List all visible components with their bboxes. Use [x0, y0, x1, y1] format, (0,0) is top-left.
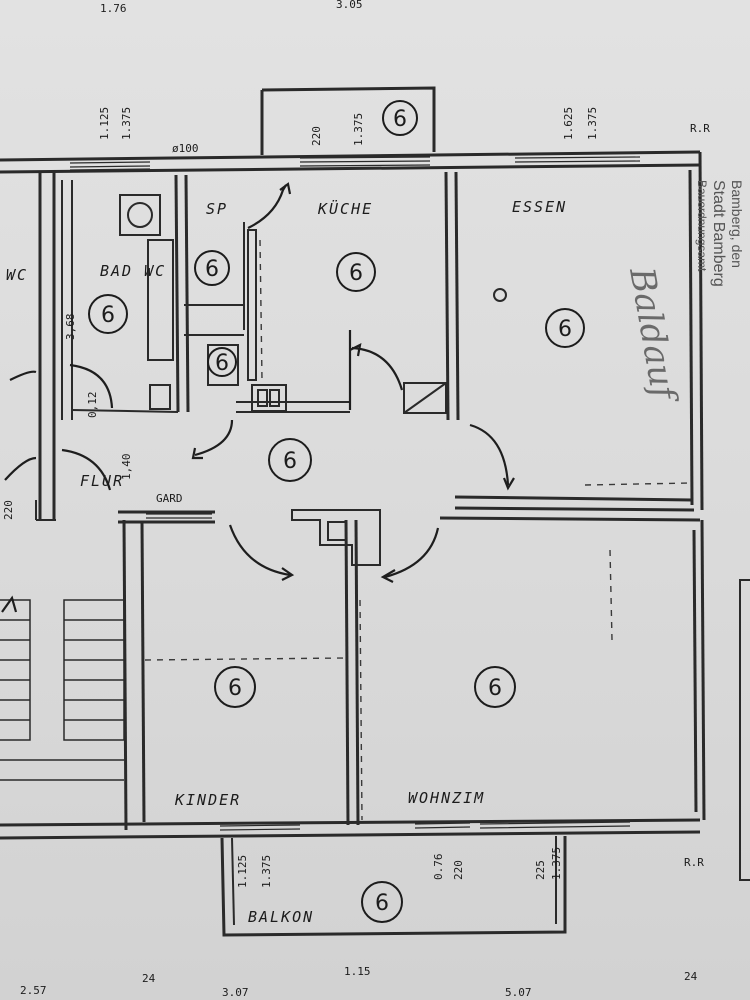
dim-balkon-mid-2: 220	[452, 860, 465, 880]
dim-balkon-right-1: 225	[534, 860, 547, 880]
label-kinder: KINDER	[174, 791, 241, 809]
fixtures	[119, 194, 691, 821]
dim-d100: ø100	[172, 142, 199, 155]
door-flur-left	[61, 448, 112, 491]
stamp-line-1: Bamberg, den	[729, 180, 745, 268]
label-garderobe: GARD	[156, 492, 183, 505]
marker-wohnzim: 6	[474, 666, 516, 708]
label-sp: SP	[206, 200, 228, 218]
label-essen: ESSEN	[512, 198, 567, 216]
dim-bottom-307: 3.07	[222, 986, 249, 999]
washer	[119, 194, 161, 236]
door-bad	[69, 363, 114, 409]
dimension-annotations: 1.76 3.05 ø100 3,68 1,40 0,12 220 1.125 …	[2, 0, 710, 999]
marker-flur: 6	[268, 438, 312, 482]
dim-window-top-1: 220	[310, 126, 323, 146]
label-bad-wc: BAD WC	[100, 262, 166, 280]
dim-window-top-2: 1.375	[352, 113, 365, 146]
svg-text:6: 6	[228, 676, 242, 701]
staircase	[0, 595, 125, 781]
dim-rr-bottom: R.R	[684, 856, 704, 869]
door-kueche-sp	[247, 184, 287, 229]
marker-kueche: 6	[336, 252, 376, 292]
svg-text:6: 6	[488, 676, 502, 701]
room-labels: KÜCHE ESSEN BAD WC WC SP FLUR GARD KINDE…	[6, 198, 567, 926]
door-wc	[9, 370, 37, 381]
dim-bottom-257: 2.57	[20, 984, 47, 997]
dim-top-176: 1.76	[100, 2, 127, 15]
dim-bottom-24a: 24	[142, 972, 156, 985]
label-balkon: BALKON	[248, 908, 314, 926]
door-kueche-flur	[348, 330, 404, 410]
marker-sp: 6	[194, 250, 230, 286]
dim-left-220: 220	[2, 500, 15, 520]
stamp-signature: Baldauf	[621, 264, 685, 408]
walls	[0, 86, 706, 937]
stove	[251, 384, 287, 412]
dim-rr-top: R.R	[690, 122, 710, 135]
dim-window-essen-1: 1.625	[562, 107, 575, 140]
dim-window-essen-2: 1.375	[586, 107, 599, 140]
stamp-line-2: Stadt Bamberg	[710, 180, 727, 287]
marker-essen: 6	[545, 308, 585, 348]
svg-text:6: 6	[215, 351, 229, 376]
dim-bad-368: 3,68	[64, 314, 77, 341]
sheet-frame	[739, 579, 750, 881]
toilet	[149, 384, 171, 410]
fridge	[403, 382, 447, 414]
door-abst	[194, 419, 234, 457]
windows	[69, 152, 641, 831]
dim-bottom-24b: 24	[684, 970, 698, 983]
marker-abst: 6	[207, 347, 237, 377]
door-wohnzim	[384, 527, 440, 579]
dim-bottom-115: 1.15	[344, 965, 371, 978]
marker-kinder: 6	[214, 666, 256, 708]
door-essen	[469, 423, 510, 486]
label-flur: FLUR	[80, 472, 124, 490]
dim-bottom-507: 5.07	[505, 986, 532, 999]
door-swings	[4, 182, 515, 583]
signature-text: Baldauf	[621, 264, 685, 408]
svg-text:6: 6	[101, 303, 115, 328]
label-kueche: KÜCHE	[317, 199, 373, 218]
svg-text:6: 6	[393, 107, 407, 132]
dim-balkon-right-2: 1.375	[550, 847, 563, 880]
dim-window-bad-2: 1.375	[120, 107, 133, 140]
label-wohnzim: WOHNZIM	[408, 789, 485, 807]
marker-balkon: 6	[361, 881, 403, 923]
marker-bad-wc: 6	[88, 294, 128, 334]
dim-bad-012: 0,12	[86, 392, 99, 419]
approval-stamp: Bamberg, den Stadt Bamberg Bauordnungsam…	[695, 180, 745, 287]
dim-balkon-win-2: 1.375	[260, 855, 273, 888]
door-left	[4, 456, 37, 481]
dim-flur-140: 1,40	[120, 454, 133, 481]
door-kinder	[228, 524, 291, 577]
svg-text:6: 6	[375, 891, 389, 916]
dim-balkon-win-1: 1.125	[236, 855, 249, 888]
marker-balkon-top: 6	[382, 100, 418, 136]
kitchen-counter	[247, 229, 257, 381]
svg-text:6: 6	[558, 317, 572, 342]
room-number-markers: 6 6 6 6 6 6 6 6 6 6	[88, 100, 585, 923]
bathtub	[147, 239, 174, 361]
dim-balkon-mid-1: 0.76	[432, 854, 445, 881]
svg-text:6: 6	[349, 261, 363, 286]
label-wc: WC	[6, 266, 28, 284]
dim-top-305: 3.05	[336, 0, 363, 11]
dim-window-bad-1: 1.125	[98, 107, 111, 140]
svg-text:6: 6	[283, 449, 297, 474]
svg-text:6: 6	[205, 257, 219, 282]
stamp-line-3: Bauordnungsamt	[695, 180, 709, 272]
